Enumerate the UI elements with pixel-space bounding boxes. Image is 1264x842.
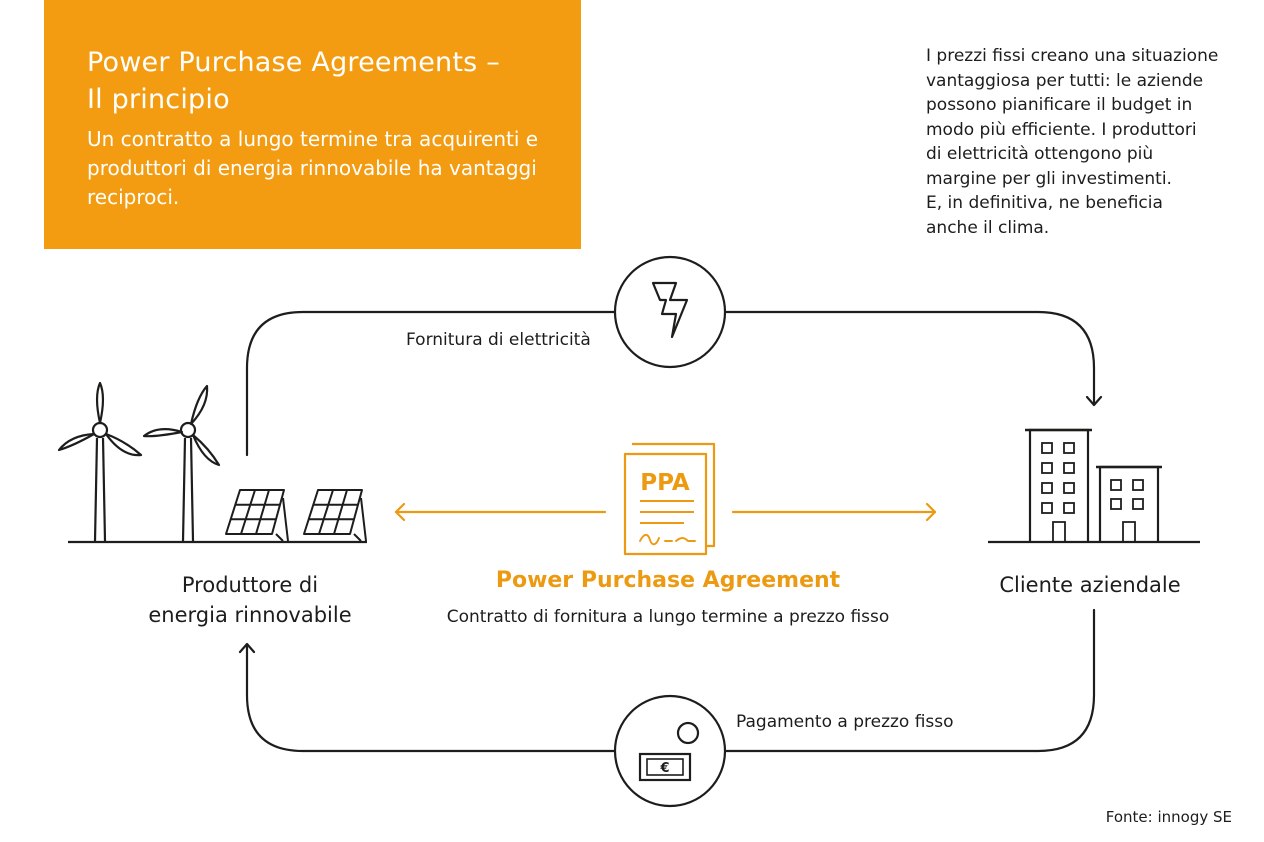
producer-label-line-1: Produttore di (181, 573, 319, 597)
page-title: Power Purchase Agreements – Il principio (87, 44, 557, 118)
wind-turbine-icon (57, 381, 143, 542)
payment-flow-line (238, 608, 1096, 753)
intro-line: I prezzi fissi creano una situazione (926, 46, 1219, 66)
solar-panel-icon (303, 489, 367, 542)
intro-line: vantaggiosa per tutti: le aziende (926, 70, 1204, 91)
customer-label: Cliente aziendale (999, 573, 1181, 597)
producer-label: Produttore di energia rinnovabile (100, 570, 400, 630)
payment-flow-label: Pagamento a prezzo fisso (736, 712, 954, 732)
office-building-icon (1025, 428, 1092, 542)
header-banner (44, 0, 581, 249)
euro-banknote-icon: € (613, 694, 727, 808)
page-subtitle: Un contratto a lungo termine tra acquire… (87, 127, 539, 209)
intro-line: E, in definitiva, ne beneficia (926, 193, 1163, 213)
supply-flow-label: Fornitura di elettricità (406, 330, 591, 350)
ppa-title: Power Purchase Agreement (495, 568, 841, 593)
supply-flow-line (245, 310, 1103, 457)
page-title-line-2: Il principio (87, 84, 230, 115)
intro-line: margine per gli investimenti. (926, 168, 1172, 189)
intro-line: anche il clima. (926, 217, 1050, 238)
intro-line: modo più efficiente. I produttori (926, 119, 1197, 140)
contract-document-icon: PPA (623, 442, 716, 556)
euro-symbol: € (659, 761, 669, 776)
ppa-double-arrow (394, 502, 937, 522)
ppa-document-label: PPA (640, 470, 690, 496)
intro-line: di elettricità ottengono più (926, 144, 1154, 164)
intro-paragraph: I prezzi fissi creano una situazione van… (926, 44, 1246, 240)
ppa-subtitle: Contratto di fornitura a lungo termine a… (446, 607, 890, 627)
office-building-icon (1096, 465, 1162, 542)
solar-panel-icon (225, 489, 289, 542)
wind-turbine-icon (142, 384, 221, 542)
lightning-icon (613, 255, 727, 369)
producer-label-line-2: energia rinnovabile (148, 603, 352, 627)
intro-line: possono pianificare il budget in (926, 95, 1193, 115)
source-credit: Fonte: innogy SE (1105, 808, 1232, 826)
page-title-line-1: Power Purchase Agreements – (87, 47, 500, 78)
